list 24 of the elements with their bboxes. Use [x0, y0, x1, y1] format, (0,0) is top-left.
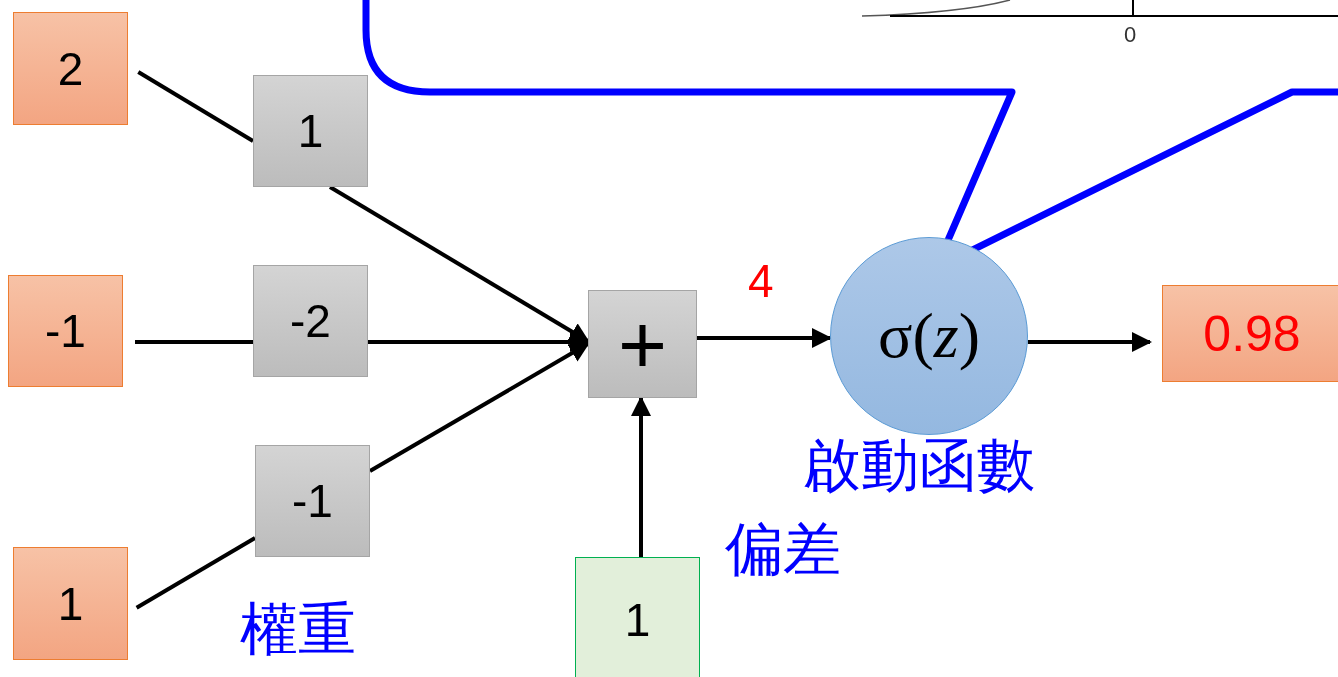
arrow — [1027, 332, 1152, 352]
weight-box: -1 — [255, 445, 370, 557]
line — [135, 536, 256, 610]
arrow — [631, 396, 651, 557]
input-box: 1 — [13, 547, 128, 660]
activation-circle: σ(z) — [830, 237, 1028, 435]
line — [137, 70, 255, 143]
caption-text: 權重 — [240, 600, 356, 658]
arrow — [328, 185, 590, 343]
bias-box: 1 — [575, 557, 700, 677]
tick-label: 0 — [1124, 24, 1137, 46]
weight-box: -2 — [253, 265, 368, 377]
input-box: -1 — [8, 275, 123, 387]
weight-box: 1 — [253, 75, 368, 187]
arrow — [369, 342, 590, 473]
sum-box: + — [588, 290, 697, 398]
output-box: 0.98 — [1162, 285, 1338, 382]
arrow — [368, 332, 590, 352]
caption-text: 啟動函數 — [803, 436, 1035, 494]
line — [135, 340, 253, 344]
input-box: 2 — [13, 12, 128, 125]
edge-label: 4 — [748, 258, 774, 304]
caption-text: 偏差 — [725, 520, 841, 578]
arrow — [697, 328, 832, 348]
